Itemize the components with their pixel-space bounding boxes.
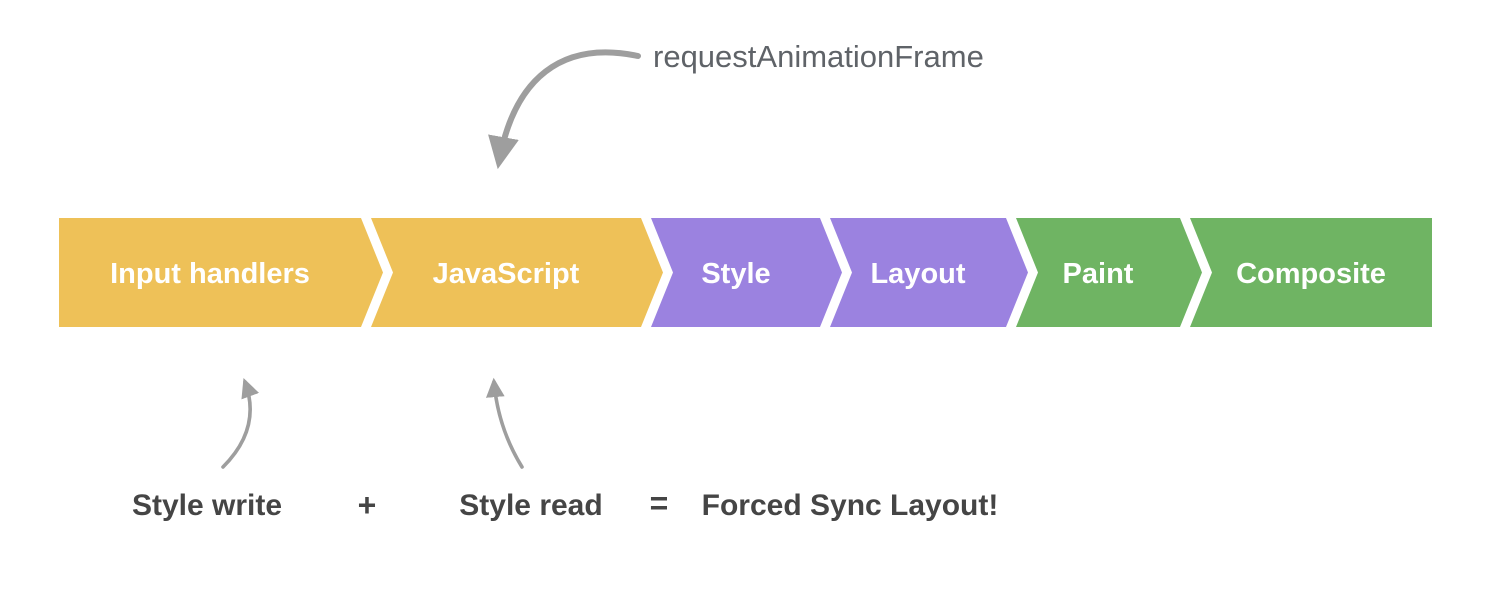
stage-style-label: Style bbox=[701, 258, 770, 290]
plus-sign: + bbox=[358, 487, 377, 523]
stage-paint-label: Paint bbox=[1063, 258, 1134, 290]
equation-row: Style write + Style read = Forced Sync L… bbox=[132, 485, 998, 523]
style-write-label: Style write bbox=[132, 489, 282, 522]
pipeline-bar: Input handlers JavaScript Style Layout P… bbox=[59, 218, 1432, 327]
equals-sign: = bbox=[650, 485, 669, 521]
stage-composite-label: Composite bbox=[1236, 258, 1386, 290]
style-read-arrow bbox=[485, 377, 524, 469]
forced-sync-layout-label: Forced Sync Layout! bbox=[702, 489, 999, 522]
stage-javascript-label: JavaScript bbox=[433, 258, 580, 290]
stage-style-shape bbox=[651, 218, 842, 327]
stage-layout-shape bbox=[830, 218, 1028, 327]
stage-javascript-shape bbox=[371, 218, 663, 327]
raf-annotation-label: requestAnimationFrame bbox=[653, 39, 984, 74]
style-write-arrow bbox=[221, 377, 260, 469]
stage-composite-shape bbox=[1190, 218, 1432, 327]
stage-paint-shape bbox=[1016, 218, 1202, 327]
stage-input-handlers-label: Input handlers bbox=[110, 258, 310, 290]
stage-input-handlers-shape bbox=[59, 218, 383, 327]
raf-arrow bbox=[488, 49, 641, 170]
style-read-label: Style read bbox=[459, 489, 602, 522]
stage-layout-label: Layout bbox=[870, 258, 965, 290]
